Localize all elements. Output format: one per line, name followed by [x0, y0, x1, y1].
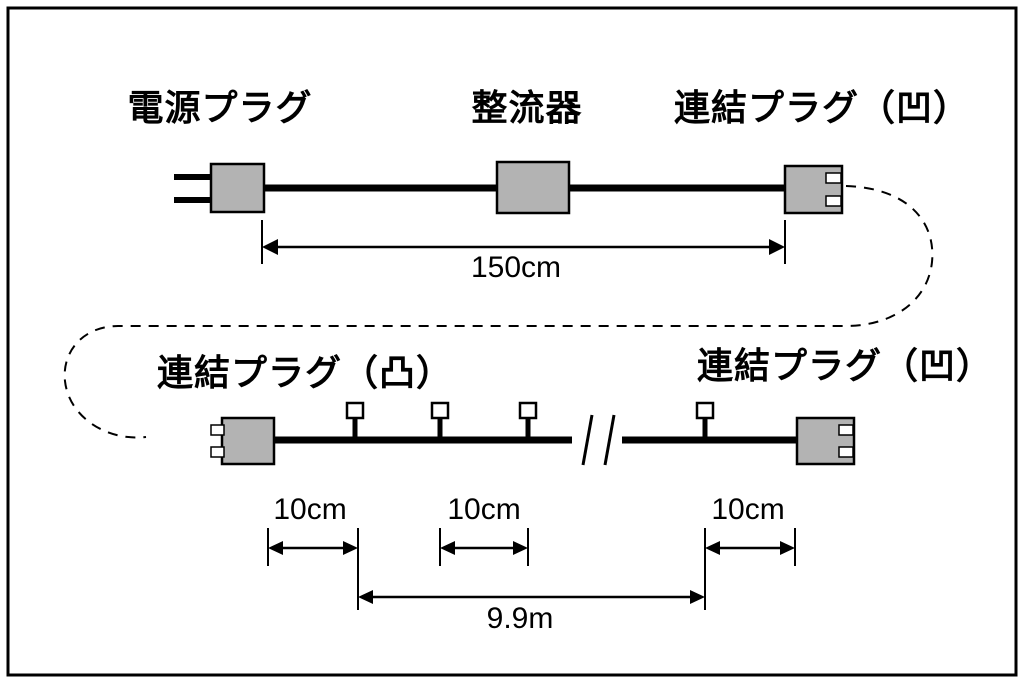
bulb-socket-2	[430, 401, 450, 438]
dimension-10cm-left-graphic	[267, 528, 358, 566]
top-cable-assembly	[174, 160, 844, 264]
label-dimension-total: 9.9m	[486, 602, 554, 635]
label-dimension-10cm-right: 10cm	[711, 493, 785, 526]
rectifier-graphic	[495, 160, 571, 215]
dashed-cable-continuation	[63, 185, 934, 439]
label-male-plug: 連結プラグ（凸）	[156, 352, 454, 393]
label-dimension-10cm-middle: 10cm	[447, 493, 521, 526]
bottom-cable-assembly	[210, 401, 856, 610]
male-connector-graphic	[210, 416, 276, 466]
power-plug-graphic	[174, 162, 266, 214]
bulb-socket-3	[518, 401, 538, 438]
dimension-150cm-graphic	[261, 220, 786, 264]
bulb-socket-1	[345, 401, 365, 438]
label-female-plug-top: 連結プラグ（凹）	[673, 87, 971, 128]
diagram-border	[6, 6, 1018, 677]
female-connector-top-graphic	[783, 164, 844, 215]
dimension-10cm-right-graphic	[705, 528, 796, 566]
cable-break-symbol	[581, 414, 616, 466]
label-power-plug: 電源プラグ	[127, 87, 313, 128]
label-dimension-150cm: 150cm	[470, 251, 562, 284]
bulb-socket-4	[695, 401, 715, 438]
label-dimension-10cm-left: 10cm	[273, 493, 347, 526]
label-female-plug-bottom: 連結プラグ（凹）	[696, 345, 994, 386]
label-rectifier: 整流器	[471, 87, 583, 128]
dimension-10cm-middle-graphic	[439, 528, 529, 566]
dimension-9-9m-graphic	[357, 528, 706, 610]
female-connector-bottom-graphic	[795, 416, 856, 466]
